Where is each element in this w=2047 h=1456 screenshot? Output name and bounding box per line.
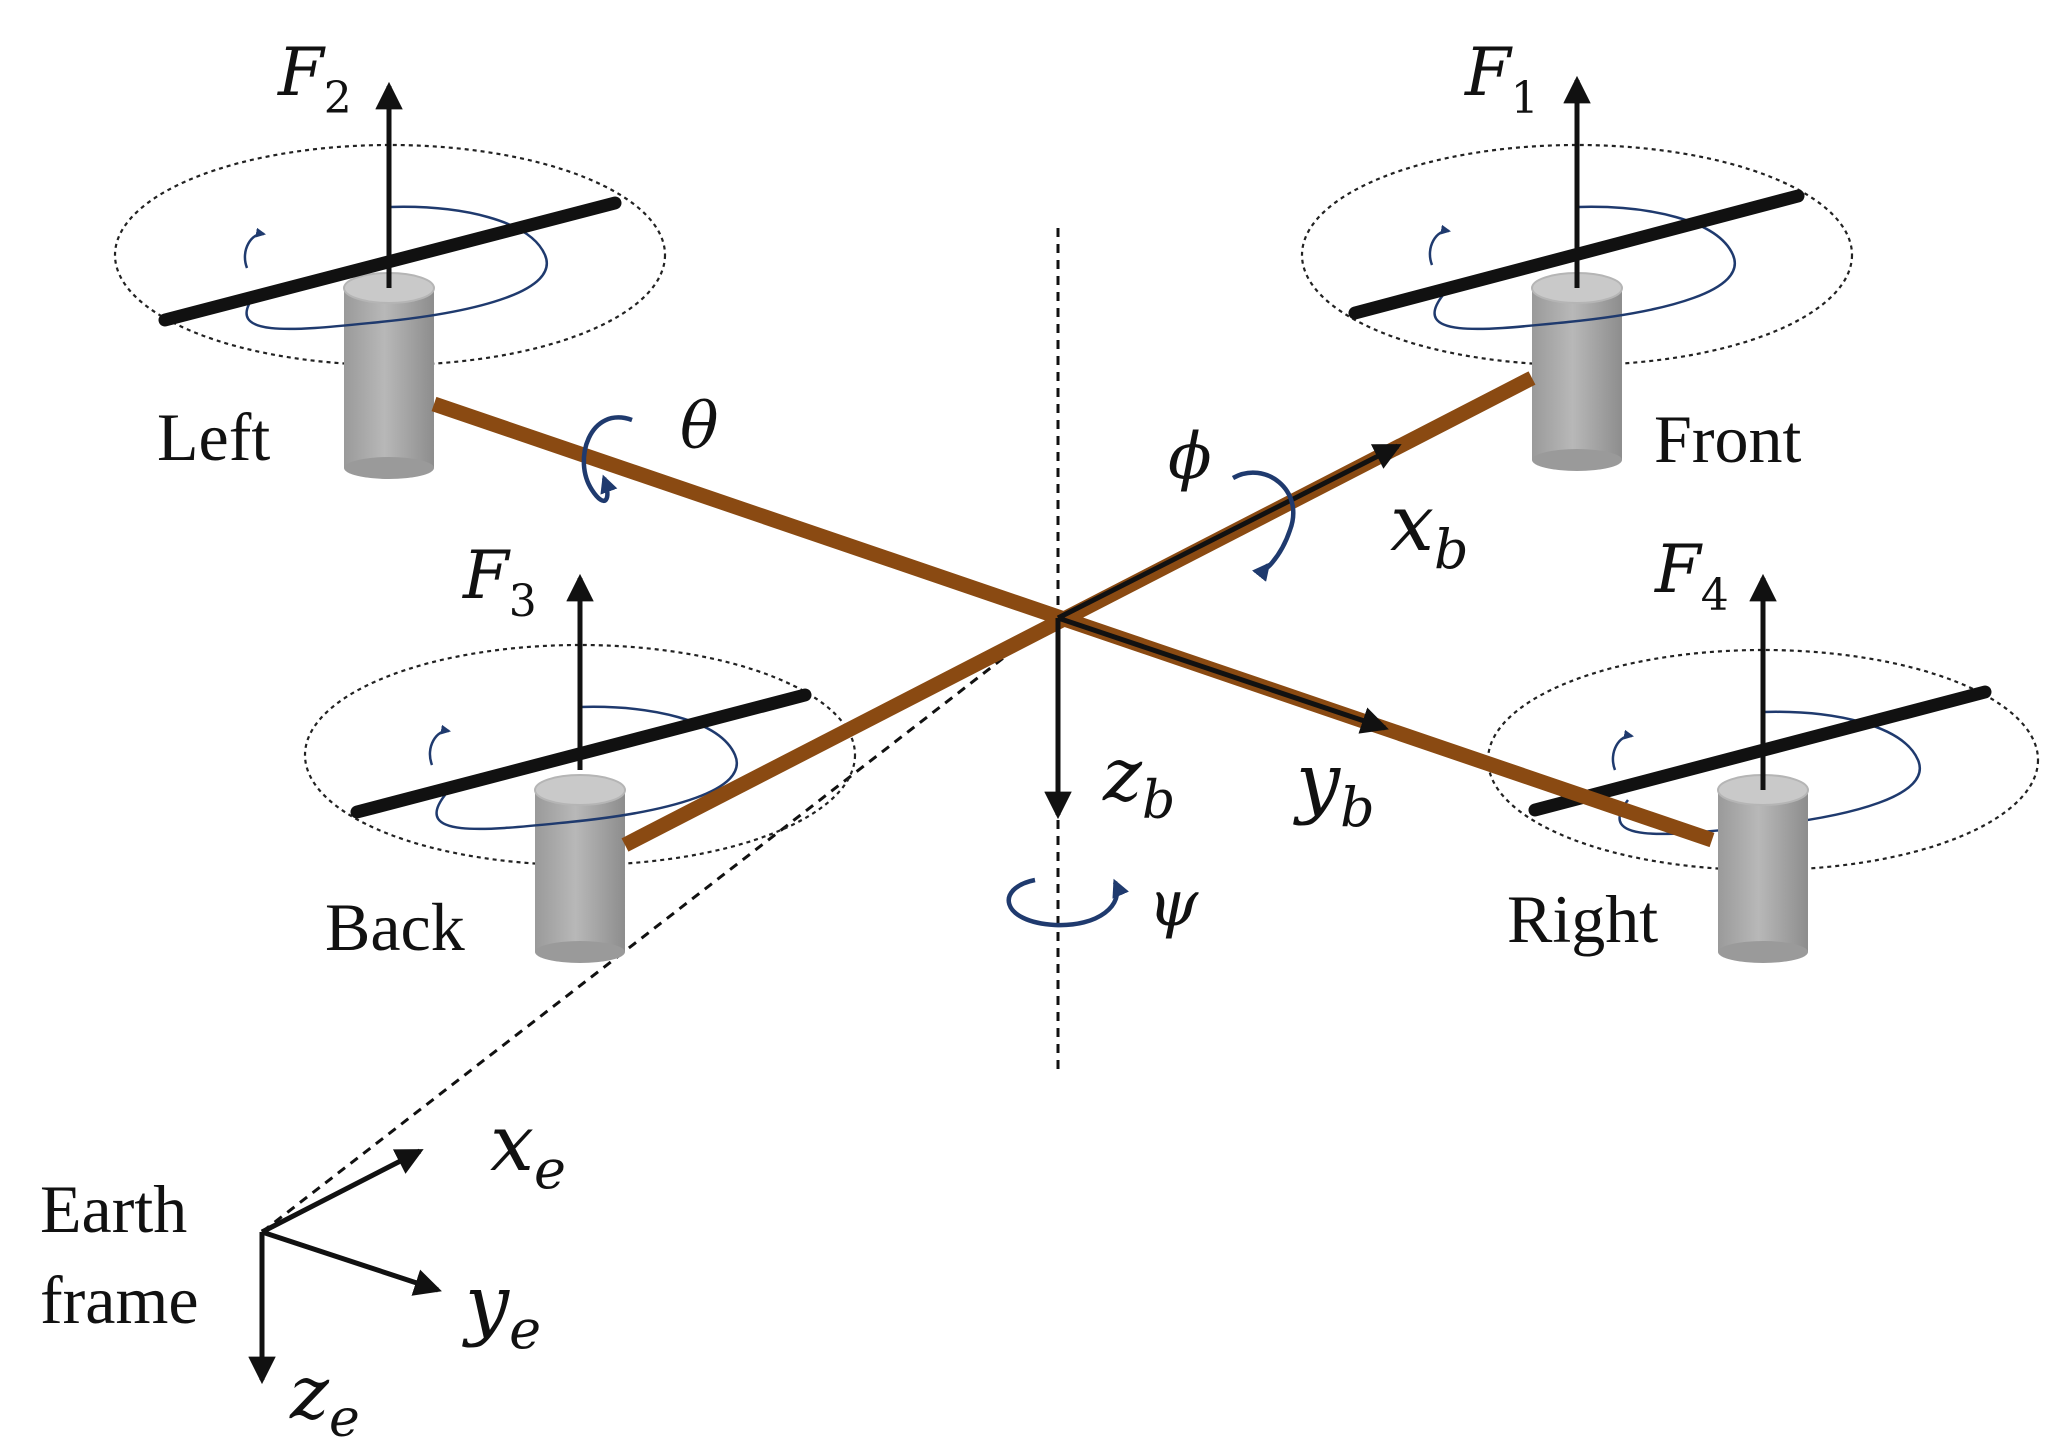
label-zb: zb [1102, 732, 1175, 831]
motor-bottom-right [1718, 941, 1808, 963]
rotor-disc-left [113, 143, 667, 367]
body-x-axis-arrow [1056, 443, 1402, 621]
label-earth-frame-line2: frame [40, 1262, 199, 1338]
label-f3: F3 [462, 537, 537, 627]
body-y-axis-arrow [1057, 615, 1389, 734]
motor-right-group [1717, 573, 1809, 963]
label-back: Back [325, 889, 465, 965]
motor-top-back [534, 774, 626, 806]
spin-arrow-right [1611, 729, 1634, 771]
spin-arrow-left [243, 227, 266, 269]
spin-loop-back [435, 705, 738, 831]
label-xe: xe [490, 1099, 566, 1201]
earth-x-axis-arrow [260, 1148, 424, 1235]
rotor-disc-front [1300, 143, 1854, 367]
rotor-left [113, 81, 667, 479]
label-ye: ye [462, 1259, 541, 1361]
blade-right [1528, 685, 1992, 817]
label-psi: ψ [1148, 867, 1199, 941]
spin-loop-front [1433, 205, 1736, 331]
psi-rotation-arrow [1006, 877, 1129, 928]
phi-rotation-arrow [1231, 470, 1296, 582]
motor-front [1532, 288, 1622, 460]
label-right: Right [1507, 881, 1658, 957]
earth-y-axis-arrow [261, 1229, 442, 1296]
label-ze: ze [289, 1350, 360, 1449]
motor-bottom-front [1532, 449, 1622, 471]
motor-left [344, 288, 434, 468]
earth-frame-axes [248, 1148, 442, 1385]
label-phi: ϕ [1168, 420, 1212, 494]
rotor-front [1300, 75, 1854, 471]
theta-rotation-arrow [581, 415, 633, 504]
label-earth-frame-line1: Earth [40, 1171, 187, 1247]
motor-bottom-left [344, 457, 434, 479]
label-xb: xb [1390, 479, 1469, 581]
label-f1: F1 [1464, 34, 1539, 124]
label-yb: yb [1293, 737, 1375, 839]
rotor-back [303, 573, 857, 963]
motor-right [1718, 790, 1808, 952]
label-f2: F2 [277, 34, 352, 124]
label-theta: θ [680, 390, 719, 464]
spin-arrow-back [428, 724, 451, 766]
label-left: Left [157, 399, 270, 475]
motor-bottom-back [535, 941, 625, 963]
motor-back [535, 790, 625, 952]
spin-arrow-front [1428, 224, 1451, 266]
label-front: Front [1654, 401, 1801, 477]
earth-to-body-dashed-line [261, 616, 1056, 1234]
label-f4: F4 [1654, 531, 1729, 621]
rotor-disc-back [303, 643, 857, 867]
spin-loop-left [245, 205, 548, 331]
